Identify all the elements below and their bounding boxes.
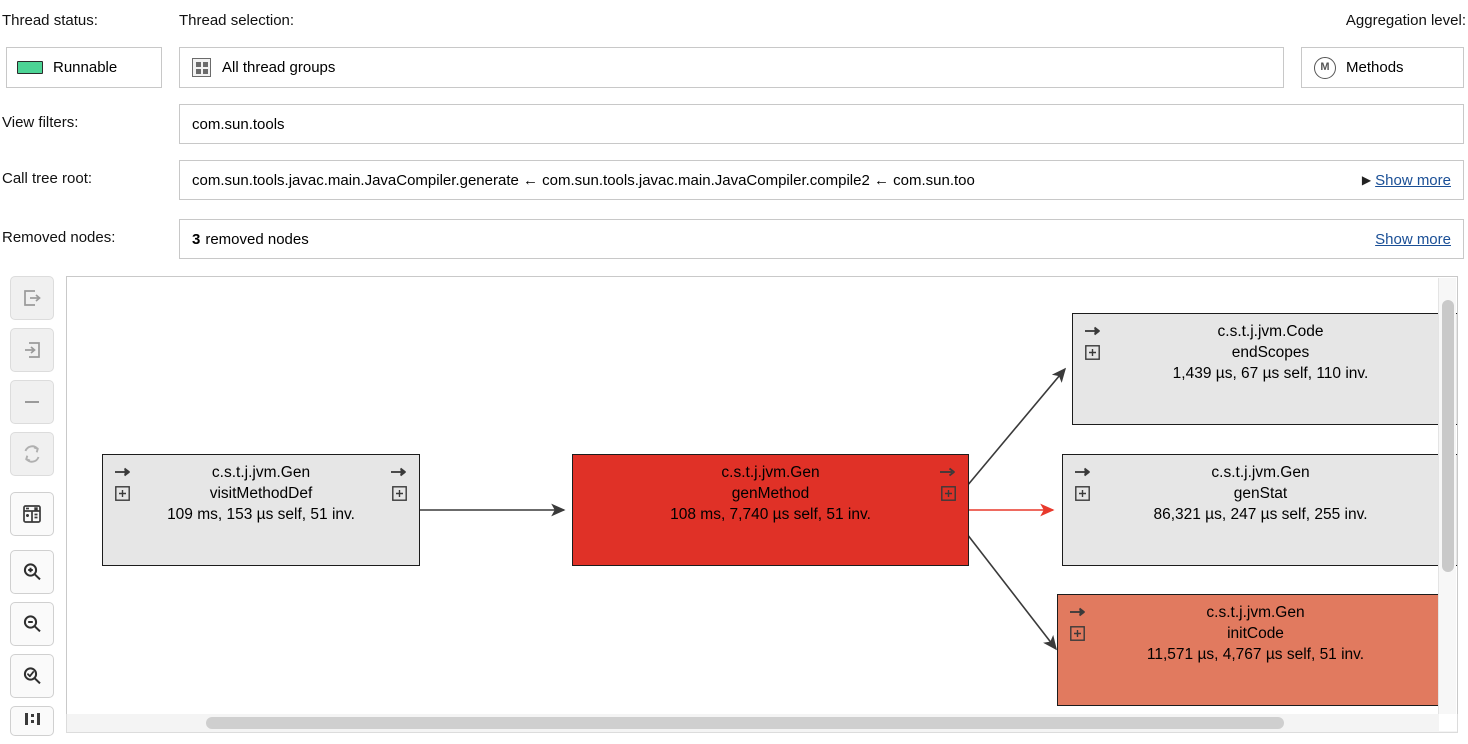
node-stats: 108 ms, 7,740 µs self, 51 inv.: [670, 506, 871, 523]
scrollbar-corner: [1439, 714, 1457, 731]
removed-nodes-field[interactable]: 3 removed nodes Show more: [179, 219, 1464, 259]
show-incoming-calls-button[interactable]: [10, 328, 54, 372]
zoom-fit-button[interactable]: [10, 654, 54, 698]
magnifier-fit-icon: [20, 664, 44, 688]
node-class-name: c.s.t.j.jvm.Code: [1217, 323, 1324, 340]
arrow-out-of-box-icon: [21, 287, 43, 309]
thread-group-grid-icon: [192, 58, 211, 77]
columns-layout-icon: [20, 709, 44, 733]
zoom-in-button[interactable]: [10, 550, 54, 594]
refresh-cycle-icon: [20, 442, 44, 466]
graph-node-genmethod[interactable]: c.s.t.j.jvm.Gen genMethod 108 ms, 7,740 …: [572, 454, 969, 566]
graph-node-genstat[interactable]: c.s.t.j.jvm.Gen genStat 86,321 µs, 247 µ…: [1062, 454, 1457, 566]
graph-vertical-scrollbar-thumb[interactable]: [1442, 300, 1454, 572]
node-stats: 11,571 µs, 4,767 µs self, 51 inv.: [1146, 646, 1365, 663]
magnifier-plus-icon: [20, 560, 44, 584]
incoming-arrow-icon[interactable]: [115, 466, 131, 478]
aggregation-level-value: Methods: [1346, 59, 1404, 76]
expand-plus-icon[interactable]: [1070, 626, 1085, 641]
calculator-icon: [20, 502, 44, 526]
graph-node-initcode[interactable]: c.s.t.j.jvm.Gen initCode 11,571 µs, 4,76…: [1057, 594, 1454, 706]
node-class-name: c.s.t.j.jvm.Gen: [721, 464, 820, 481]
graph-toolbar: [10, 276, 54, 744]
thread-selection-select[interactable]: All thread groups: [179, 47, 1284, 88]
expand-plus-icon[interactable]: [941, 486, 956, 501]
expand-plus-icon[interactable]: [115, 486, 130, 501]
thread-status-label: Thread status:: [2, 12, 98, 29]
call-graph-edges: [420, 367, 1067, 651]
remove-node-button[interactable]: [10, 380, 54, 424]
zoom-out-button[interactable]: [10, 602, 54, 646]
expand-plus-icon[interactable]: [1085, 345, 1100, 360]
outgoing-arrow-icon[interactable]: [391, 466, 407, 478]
node-method-name: genStat: [1233, 485, 1288, 502]
incoming-arrow-icon[interactable]: [1085, 325, 1101, 337]
runnable-green-swatch: [17, 61, 43, 74]
node-method-name: genMethod: [731, 485, 810, 502]
graph-horizontal-scrollbar[interactable]: [66, 714, 1458, 733]
graph-vertical-scrollbar[interactable]: [1438, 278, 1456, 721]
node-class-name: c.s.t.j.jvm.Gen: [1206, 604, 1305, 621]
node-method-name: initCode: [1227, 625, 1284, 642]
node-method-name: endScopes: [1231, 344, 1310, 361]
thread-status-select[interactable]: Runnable: [6, 47, 162, 88]
node-stats: 109 ms, 153 µs self, 51 inv.: [167, 506, 355, 523]
node-method-name: visitMethodDef: [209, 485, 313, 502]
node-stats: 86,321 µs, 247 µs self, 255 inv.: [1153, 506, 1368, 523]
expand-triangle-icon[interactable]: ▶: [1361, 173, 1372, 187]
incoming-arrow-icon[interactable]: [1075, 466, 1091, 478]
graph-node-endscopes[interactable]: c.s.t.j.jvm.Code endScopes 1,439 µs, 67 …: [1072, 313, 1457, 425]
arrow-into-box-icon: [21, 339, 43, 361]
thread-selection-value: All thread groups: [222, 59, 336, 76]
call-tree-root-show-more-link[interactable]: Show more: [1375, 171, 1451, 189]
removed-nodes-label: Removed nodes:: [2, 229, 116, 246]
call-tree-root-value: com.sun.tools.javac.main.JavaCompiler.ge…: [192, 171, 975, 189]
expand-plus-icon[interactable]: [1075, 486, 1090, 501]
aggregation-level-select[interactable]: M Methods: [1301, 47, 1464, 88]
removed-nodes-show-more-link[interactable]: Show more: [1375, 230, 1451, 248]
reset-graph-button[interactable]: [10, 432, 54, 476]
call-graph-canvas[interactable]: c.s.t.j.jvm.Gen visitMethodDef 109 ms, 1…: [66, 276, 1458, 722]
view-filters-label: View filters:: [2, 114, 79, 131]
minus-icon: [21, 391, 43, 413]
view-filters-value: com.sun.tools: [192, 115, 285, 133]
layout-button[interactable]: [10, 706, 54, 736]
filter-panel: Thread status: Thread selection: Aggrega…: [0, 0, 1468, 268]
graph-node-visitmethoddef[interactable]: c.s.t.j.jvm.Gen visitMethodDef 109 ms, 1…: [102, 454, 420, 566]
node-class-name: c.s.t.j.jvm.Gen: [1211, 464, 1310, 481]
graph-horizontal-scrollbar-thumb[interactable]: [206, 717, 1284, 729]
expand-plus-icon[interactable]: [392, 486, 407, 501]
incoming-arrow-icon[interactable]: [1070, 606, 1086, 618]
calculate-button[interactable]: [10, 492, 54, 536]
magnifier-minus-icon: [20, 612, 44, 636]
aggregation-level-label: Aggregation level:: [1345, 12, 1466, 29]
thread-status-value: Runnable: [53, 59, 118, 76]
thread-selection-label: Thread selection:: [179, 12, 295, 29]
call-tree-root-input[interactable]: com.sun.tools.javac.main.JavaCompiler.ge…: [179, 160, 1464, 200]
show-outgoing-calls-button[interactable]: [10, 276, 54, 320]
circled-m-icon: M: [1314, 56, 1336, 79]
call-tree-root-label: Call tree root:: [2, 170, 93, 187]
removed-nodes-text: removed nodes: [205, 230, 309, 248]
node-class-name: c.s.t.j.jvm.Gen: [211, 464, 311, 481]
view-filters-input[interactable]: com.sun.tools: [179, 104, 1464, 144]
removed-nodes-count: 3: [192, 230, 201, 248]
node-stats: 1,439 µs, 67 µs self, 110 inv.: [1172, 365, 1369, 382]
outgoing-arrow-icon[interactable]: [940, 466, 956, 478]
